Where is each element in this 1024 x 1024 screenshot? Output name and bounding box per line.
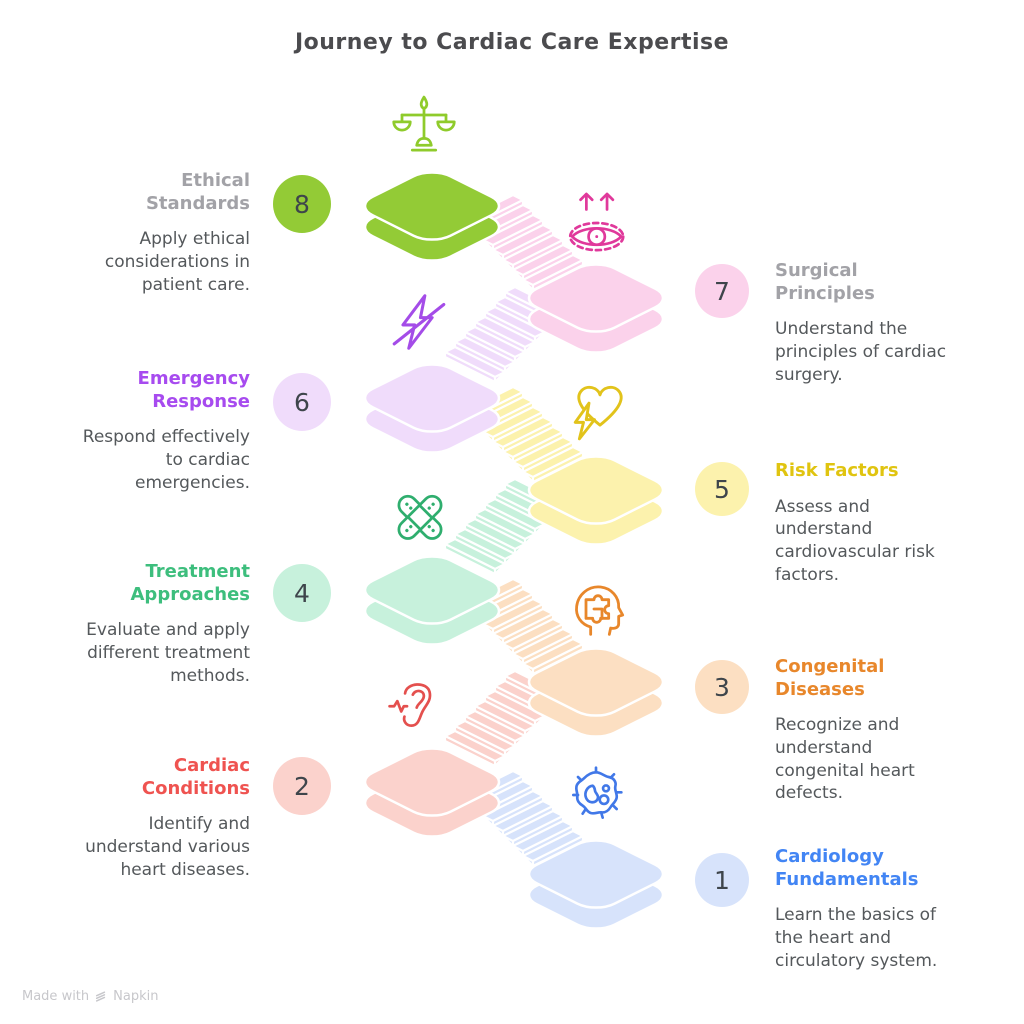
step-title: Emergency Response <box>137 368 250 412</box>
step-number-badge-8: 8 <box>273 175 331 233</box>
step-number-badge-1: 1 <box>695 853 749 907</box>
step-number-badge-6: 6 <box>273 373 331 431</box>
step-number-badge-4: 4 <box>273 564 331 622</box>
ear-icon <box>388 683 432 728</box>
scales-icon <box>392 95 456 152</box>
step-title: Congenital Diseases <box>775 656 885 700</box>
heart-lightning-icon <box>573 385 623 441</box>
step-description: Identify and understand various heart di… <box>85 814 250 880</box>
step-number-badge-7: 7 <box>695 264 749 318</box>
step-5-text: Risk Factors Assess and understand cardi… <box>775 460 960 586</box>
step-number: 5 <box>714 474 730 504</box>
step-description: Respond effectively to cardiac emergenci… <box>82 427 250 493</box>
flash-off-icon <box>392 294 446 350</box>
step-title: Surgical Principles <box>775 260 875 304</box>
step-number: 7 <box>714 276 730 306</box>
step-number: 3 <box>714 672 730 702</box>
step-number: 4 <box>294 578 310 608</box>
step-6-text: Emergency Response Respond effectively t… <box>35 368 250 494</box>
step-title: Cardiac Conditions <box>141 755 250 799</box>
step-4-text: Treatment Approaches Evaluate and apply … <box>35 561 250 687</box>
step-number-badge-3: 3 <box>695 660 749 714</box>
head-puzzle-icon <box>575 585 625 636</box>
bandage-icon <box>397 494 443 540</box>
page-title: Journey to Cardiac Care Expertise <box>294 30 730 55</box>
step-number: 2 <box>294 771 310 801</box>
step-title: Treatment Approaches <box>130 561 251 605</box>
napkin-logo-icon <box>96 990 106 1002</box>
step-number: 6 <box>294 387 310 417</box>
step-number: 1 <box>714 865 730 895</box>
step-title: Ethical Standards <box>145 170 250 214</box>
step-description: Recognize and understand congenital hear… <box>775 715 915 804</box>
step-8-text: Ethical Standards Apply ethical consider… <box>35 170 250 296</box>
step-description: Assess and understand cardiovascular ris… <box>775 496 935 585</box>
step-title: Cardiology Fundamentals <box>775 846 919 890</box>
step-2-text: Cardiac Conditions Identify and understa… <box>35 755 250 881</box>
watermark: Made with Napkin <box>22 989 158 1004</box>
watermark-brand: Napkin <box>113 989 159 1004</box>
step-number: 8 <box>294 189 310 219</box>
step-number-badge-5: 5 <box>695 462 749 516</box>
watermark-prefix: Made with <box>22 989 90 1004</box>
step-7-text: Surgical Principles Understand the princ… <box>775 260 960 386</box>
step-1-text: Cardiology Fundamentals Learn the basics… <box>775 846 960 972</box>
step-description: Apply ethical considerations in patient … <box>104 229 250 295</box>
eye-arrows-icon <box>568 192 625 252</box>
step-number-badge-2: 2 <box>273 757 331 815</box>
step-3-text: Congenital Diseases Recognize and unders… <box>775 656 960 805</box>
step-description: Understand the principles of cardiac sur… <box>775 319 947 385</box>
step-description: Evaluate and apply different treatment m… <box>86 620 250 686</box>
step-title: Risk Factors <box>775 460 899 481</box>
step-description: Learn the basics of the heart and circul… <box>775 905 938 971</box>
cell-icon <box>572 766 623 819</box>
